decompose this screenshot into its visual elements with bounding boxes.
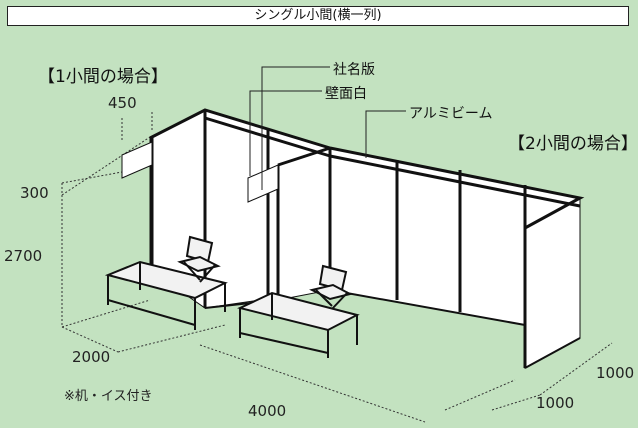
dim-wall-height: 2700: [4, 247, 43, 265]
dim-total-width: 4000: [248, 402, 287, 420]
callout-beam: アルミビーム: [409, 106, 493, 122]
dim-booth-width: 2000: [72, 348, 111, 366]
dim-sign-height: 300: [20, 184, 49, 202]
chair-left: [177, 235, 221, 283]
top-beams: [149, 108, 585, 230]
company-sign: [121, 141, 279, 203]
callout-wall: 壁面白: [325, 86, 367, 102]
dimension-guides: [61, 110, 613, 423]
heading-two-booth: 【2小間の場合】: [508, 134, 638, 154]
chair-right: [309, 264, 353, 310]
table-left: [104, 260, 228, 330]
callout-company-sign: 社名版: [333, 62, 375, 78]
furniture-note: ※机・イス付き: [64, 389, 153, 404]
dim-depth-a: 1000: [596, 364, 635, 382]
heading-one-booth: 【1小間の場合】: [38, 67, 168, 87]
callout-leaders: [249, 66, 406, 190]
table-right: [237, 291, 360, 358]
diagram-title: シングル小間(横一列): [7, 6, 629, 26]
dim-sign-width: 450: [108, 94, 137, 112]
dim-depth-b: 1000: [536, 394, 575, 412]
